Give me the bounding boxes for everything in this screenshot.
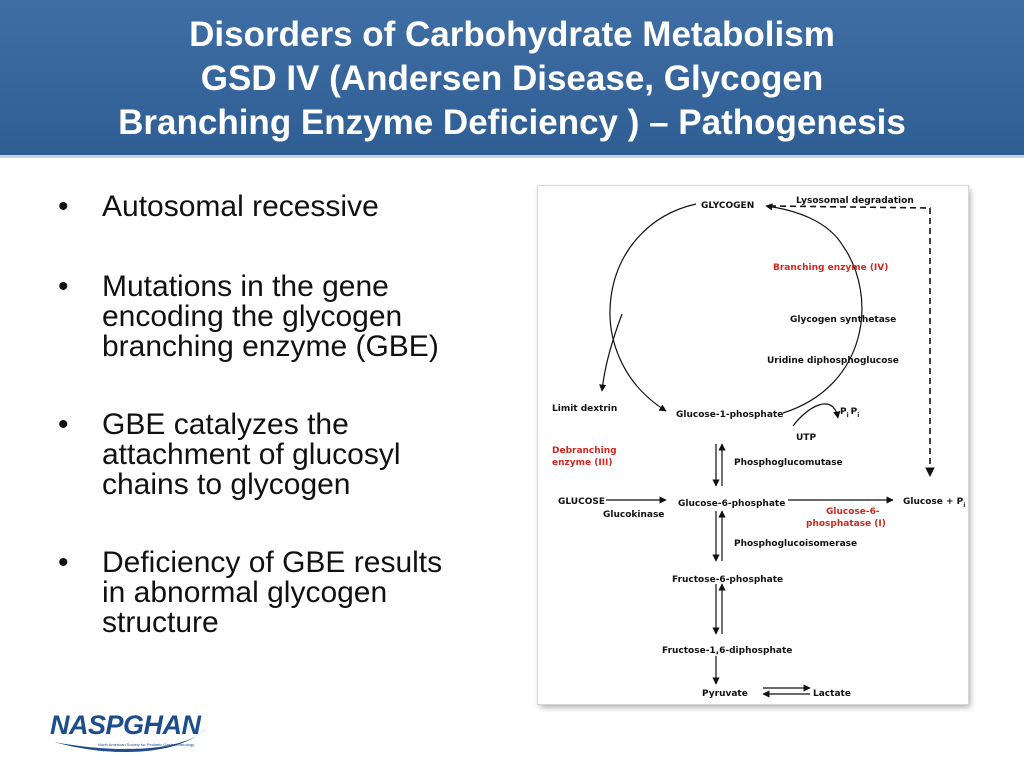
g6pase-label-1: Glucose-6-	[826, 507, 880, 517]
udp-glucose-label: Uridine diphosphoglucose	[767, 356, 899, 366]
utp-label: UTP	[796, 433, 816, 443]
glucose-label: GLUCOSE	[558, 497, 605, 507]
debranching-enzyme-label-2: enzyme (III)	[552, 458, 613, 468]
debranching-enzyme-label-1: Debranching	[552, 446, 617, 456]
bullet-text: Deficiency of GBE results	[102, 546, 443, 579]
slide-title: Disorders of Carbohydrate Metabolism GSD…	[0, 0, 1024, 145]
naspghan-logo: NASPGHAN North American Society for Pedi…	[50, 708, 210, 764]
fructose-6-phosphate-label: Fructose-6-phosphate	[672, 575, 783, 585]
phosphoglucoisomerase-label: Phosphoglucoisomerase	[734, 539, 857, 549]
glucose-pi-label: Glucose + Pi	[903, 497, 965, 509]
glycogen-metabolism-diagram: GLYCOGEN Lysosomal degradation Branching…	[538, 186, 968, 704]
glucose-6-phosphate-label: Glucose-6-phosphate	[678, 499, 785, 509]
glycogen-label: GLYCOGEN	[701, 201, 754, 211]
logo-tagline: North American Society for Pediatric Gas…	[98, 742, 195, 752]
bullet-dot: •	[58, 270, 69, 303]
limit-dextrin-arrow	[599, 313, 623, 392]
bullet-list: • Autosomal recessive • Mutations in the…	[58, 192, 528, 638]
bullet-dot: •	[58, 408, 69, 441]
bullet-item: • Deficiency of GBE results in abnormal …	[58, 548, 528, 638]
bullet-dot: •	[58, 546, 69, 579]
bullet-text: Autosomal recessive	[102, 190, 379, 223]
slide-title-bar: Disorders of Carbohydrate Metabolism GSD…	[0, 0, 1024, 158]
title-line-2: GSD IV (Andersen Disease, Glycogen	[200, 59, 824, 98]
bullet-text: attachment of glucosyl	[102, 438, 401, 471]
bullet-dot: •	[58, 190, 69, 223]
fructose-16-diphosphate-label: Fructose-1,6-diphosphate	[662, 646, 792, 656]
bullet-text: branching enzyme (GBE)	[102, 330, 439, 363]
bullet-item: • GBE catalyzes the attachment of glucos…	[58, 410, 528, 500]
bullet-text: structure	[102, 606, 219, 639]
lactate-label: Lactate	[813, 689, 851, 699]
cycle-arc-right	[765, 203, 863, 414]
bullet-text: encoding the glycogen	[102, 300, 403, 333]
bullet-text: in abnormal glycogen	[102, 576, 388, 609]
limit-dextrin-label: Limit dextrin	[552, 404, 617, 414]
glucokinase-label: Glucokinase	[603, 510, 664, 520]
bullet-item: • Autosomal recessive	[58, 192, 528, 222]
phosphoglucomutase-label: Phosphoglucomutase	[734, 458, 843, 468]
lysosomal-dashed-line	[769, 205, 935, 477]
title-line-1: Disorders of Carbohydrate Metabolism	[189, 15, 835, 54]
branching-enzyme-label: Branching enzyme (IV)	[773, 263, 888, 273]
bullet-text: chains to glycogen	[102, 468, 351, 501]
bullet-text: GBE catalyzes the	[102, 408, 349, 441]
glycogen-synthetase-label: Glycogen synthetase	[790, 315, 896, 325]
pyruvate-label: Pyruvate	[702, 689, 748, 699]
bullet-text: Mutations in the gene	[102, 270, 389, 303]
glucose-1-phosphate-label: Glucose-1-phosphate	[676, 410, 783, 420]
title-line-3: Branching Enzyme Deficiency ) – Pathogen…	[118, 103, 906, 142]
pathway-svg: GLYCOGEN Lysosomal degradation Branching…	[552, 196, 965, 699]
logo-wordmark: NASPGHAN	[50, 710, 201, 740]
cycle-arc-left	[609, 203, 697, 412]
utp-curve	[792, 403, 841, 427]
logo-swoosh	[54, 728, 206, 753]
lysosomal-degradation-label: Lysosomal degradation	[796, 196, 914, 206]
bullet-item: • Mutations in the gene encoding the gly…	[58, 272, 528, 362]
g6pase-label-2: phosphatase (I)	[806, 519, 886, 529]
